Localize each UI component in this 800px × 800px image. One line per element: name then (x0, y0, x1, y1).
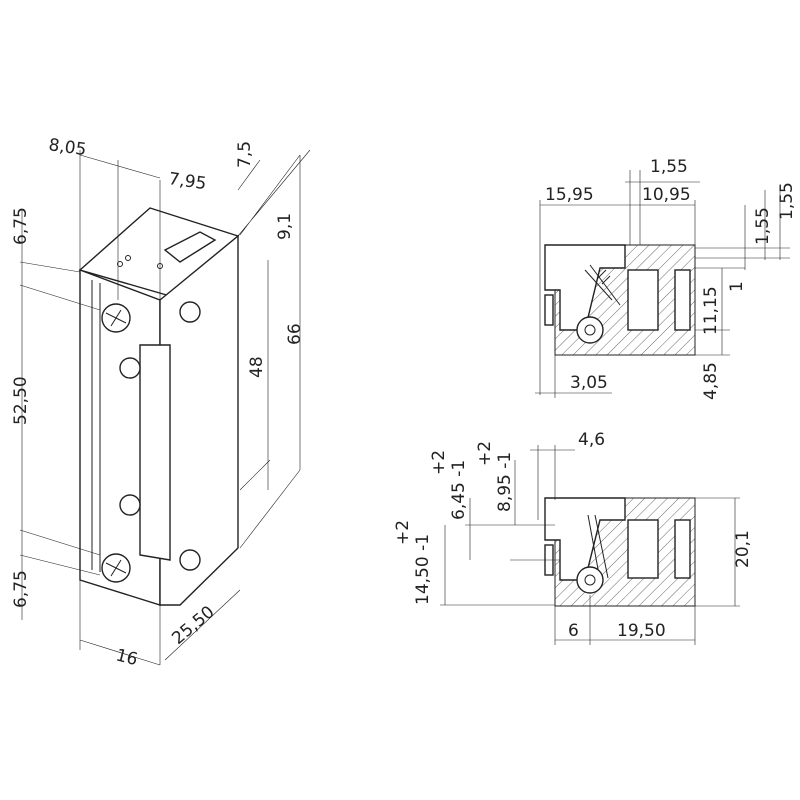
dim-8-05: 8,05 (47, 135, 87, 160)
dim-48: 48 (247, 356, 267, 378)
tol-plus-8-95: +2 (475, 441, 495, 466)
dim-7-95: 7,95 (167, 169, 207, 194)
side-view-bottom: 4,6 +2 6,45 -1 +2 8,95 -1 +2 14,50 -1 20… (393, 430, 753, 645)
tol-plus-6-45: +2 (429, 450, 449, 475)
dim-7-5: 7,5 (235, 141, 255, 168)
dim-66: 66 (285, 323, 305, 345)
dim-6-75-top: 6,75 (11, 207, 31, 245)
dim-4-85: 4,85 (701, 362, 721, 400)
pivot-bottom-icon (576, 566, 604, 594)
dim-16: 16 (114, 645, 140, 670)
dim-1-55-b: 1,55 (753, 207, 773, 245)
dim-10-95: 10,95 (642, 185, 691, 205)
dim-6-45: 6,45 -1 (449, 460, 469, 520)
dim-4-6: 4,6 (578, 430, 605, 450)
dim-14-50: 14,50 -1 (413, 534, 433, 605)
front-view: 8,05 7,95 7,5 9,1 66 48 6,75 52,50 6,75 … (11, 135, 311, 670)
dim-1: 1 (727, 281, 747, 292)
dim-20-1: 20,1 (733, 530, 753, 568)
dim-11-15: 11,15 (701, 286, 721, 335)
dim-1-55-a: 1,55 (650, 157, 688, 177)
dim-25-50: 25,50 (168, 602, 218, 649)
dim-52-50: 52,50 (11, 376, 31, 425)
dim-1-55-c: 1,55 (777, 182, 797, 220)
dim-9-1: 9,1 (275, 213, 295, 240)
dim-8-95: 8,95 -1 (495, 452, 515, 512)
side-view-top: 1,55 15,95 10,95 1,55 1,55 1 11,15 4,85 … (535, 157, 797, 400)
tol-plus-14-50: +2 (393, 520, 413, 545)
strike-latch (139, 344, 171, 561)
dim-3-05: 3,05 (570, 373, 608, 393)
dim-19-50: 19,50 (617, 621, 666, 641)
strike-side-face (159, 234, 239, 606)
strike-top-block (163, 231, 217, 263)
dim-6: 6 (568, 621, 579, 641)
dim-15-95: 15,95 (545, 185, 594, 205)
dim-6-75-bottom: 6,75 (11, 570, 31, 608)
pivot-icon (576, 316, 604, 344)
